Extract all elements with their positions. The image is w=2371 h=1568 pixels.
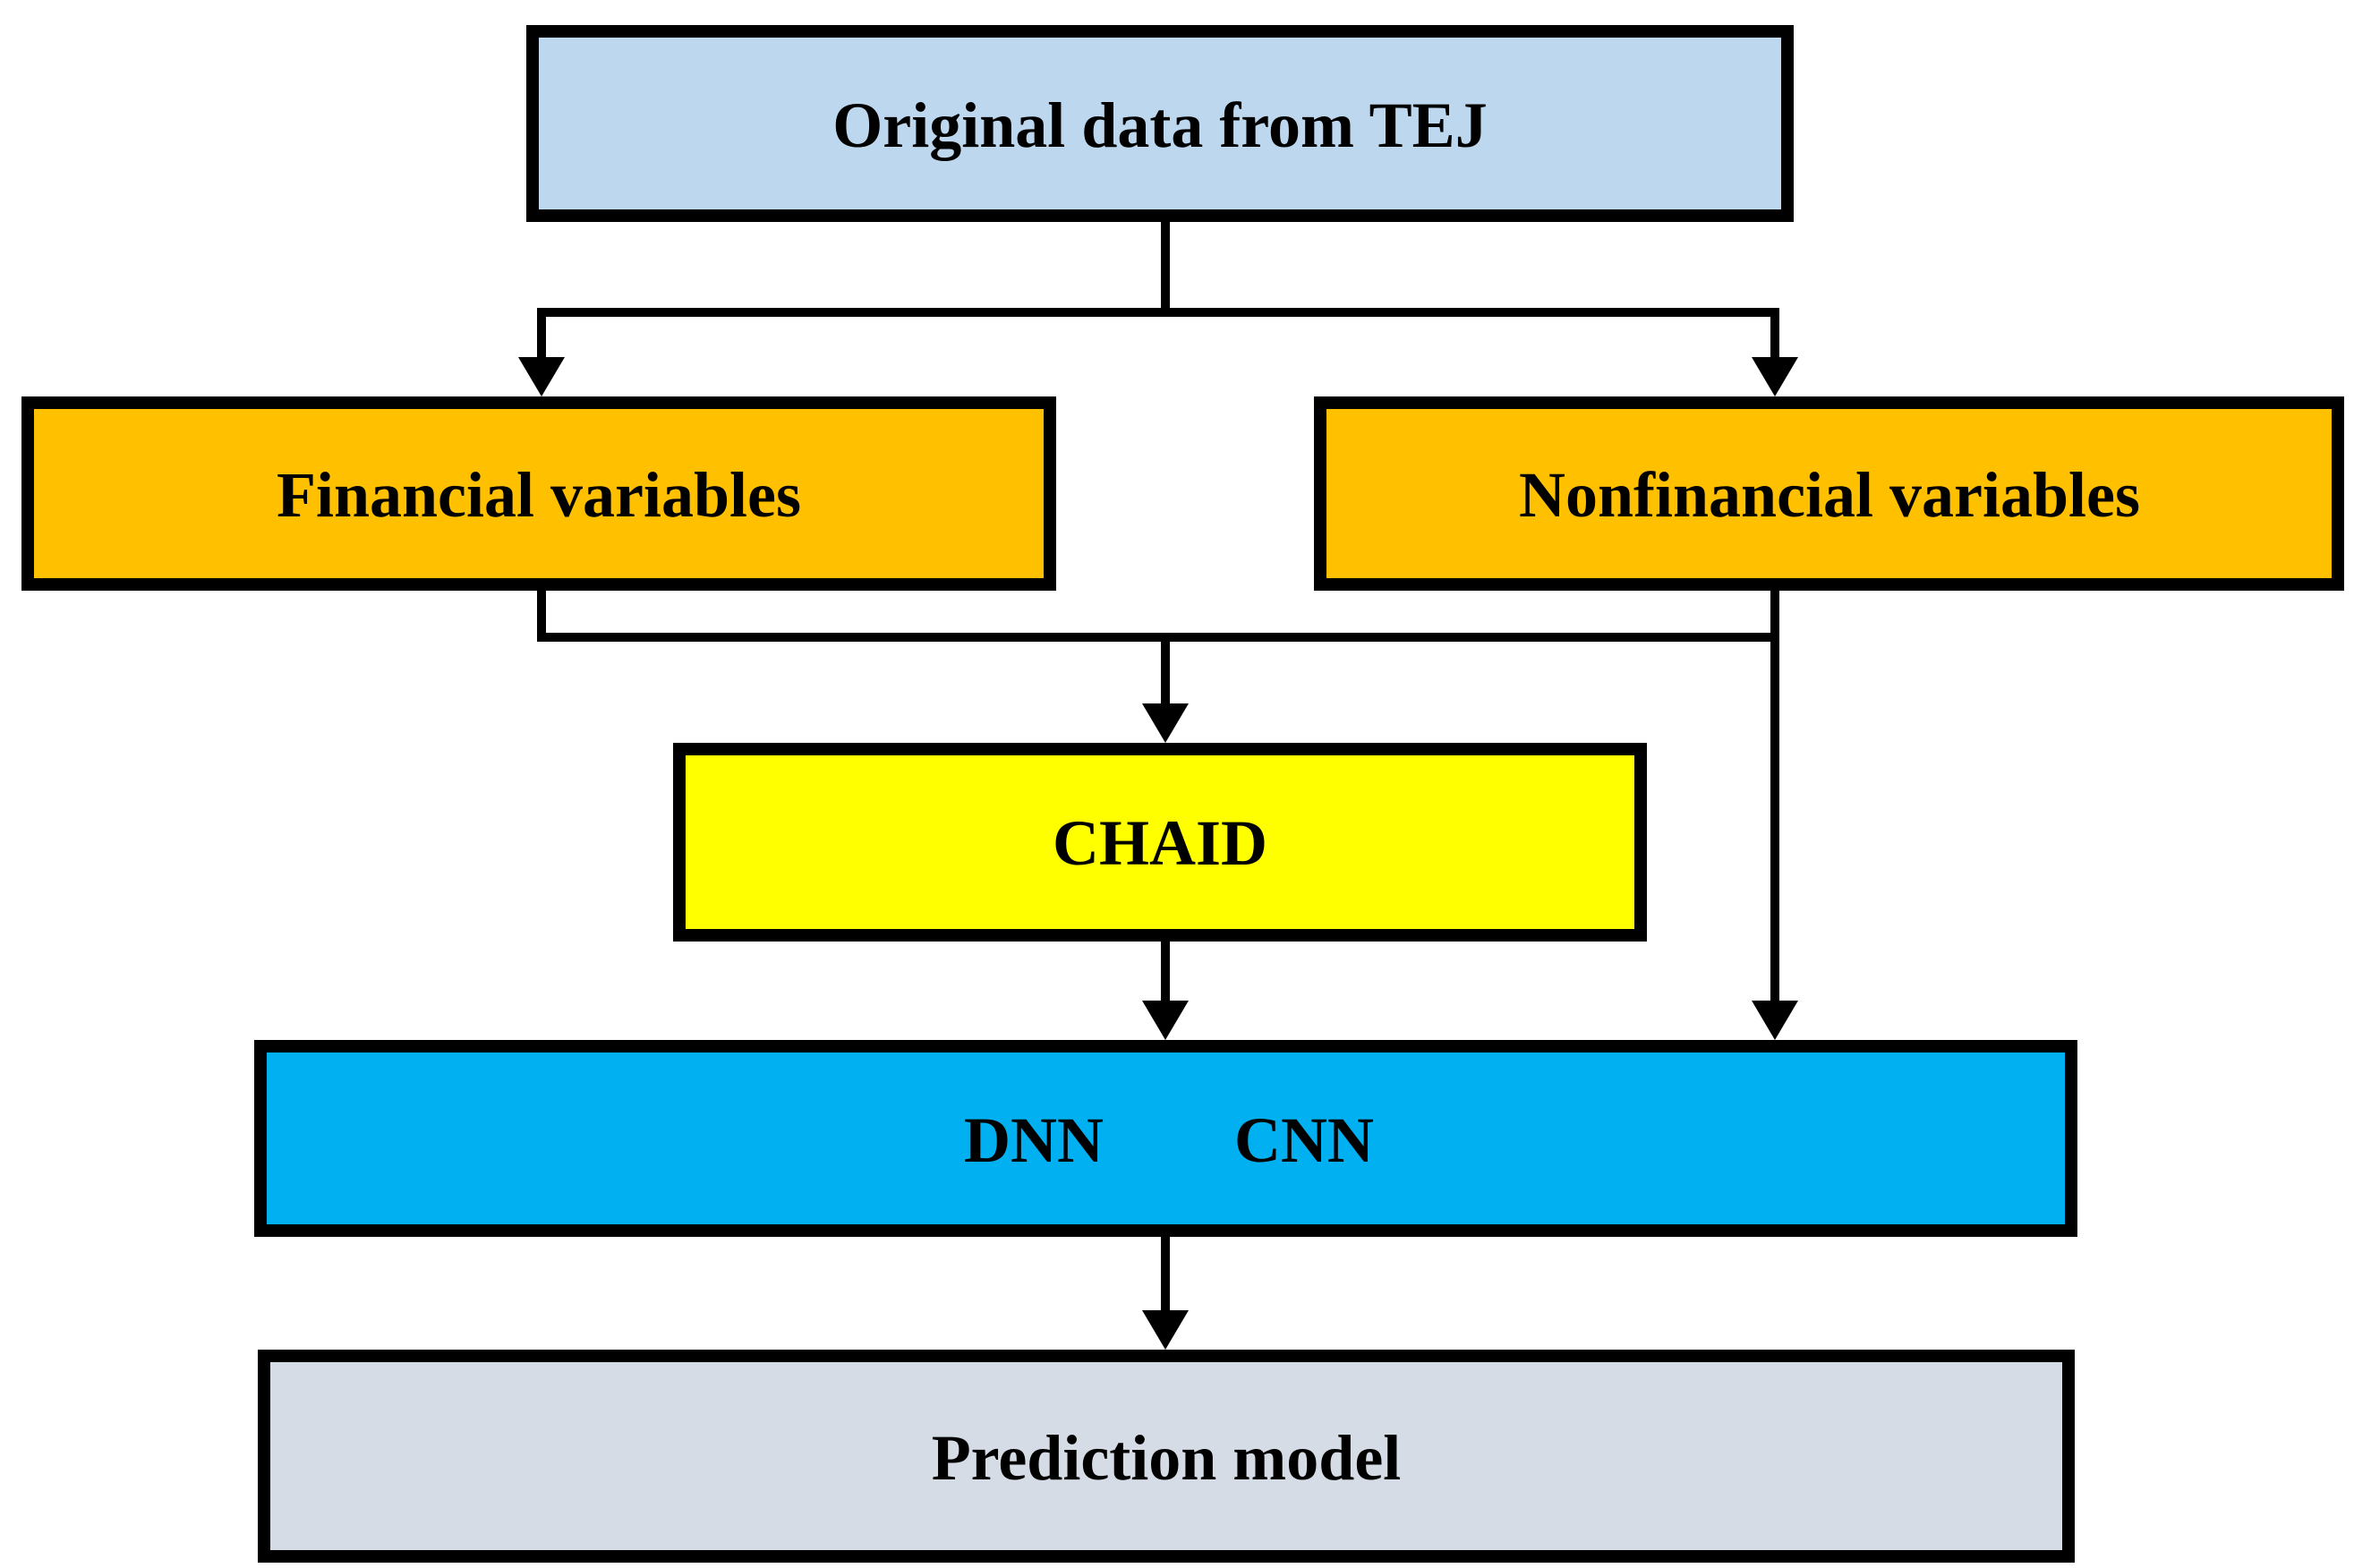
original-data-label: Original data from TEJ [832,89,1487,161]
node-prediction-model: Prediction model [258,1350,2075,1563]
financial-variables-box [21,396,1056,591]
chaid-label: CHAID [1053,807,1267,879]
arrow-into-financial [518,312,565,396]
arrow-into-nonfinancial [1752,312,1798,396]
connectors [518,222,1798,1350]
original-data-box [526,25,1794,222]
node-chaid: CHAID [673,743,1647,942]
prediction-model-box [258,1350,2075,1563]
chaid-box [673,743,1647,942]
node-dnn-cnn: DNN CNN [254,1040,2077,1237]
arrow-chaid-to-models [1142,942,1189,1040]
cnn-label: CNN [1234,1104,1374,1176]
nonfinancial-variables-label: Nonfinancial variables [1519,459,2140,531]
financial-variables-label: Financial variables [277,459,801,531]
dnn-cnn-box [254,1040,2077,1237]
node-financial-variables: Financial variables [21,396,1056,591]
arrow-nonfinancial-to-models [1752,591,1798,1040]
nonfinancial-variables-box [1314,396,2344,591]
arrow-models-to-prediction [1142,1237,1189,1350]
dnn-label: DNN [964,1104,1104,1176]
arrow-merge-to-chaid [1142,637,1189,743]
node-nonfinancial-variables: Nonfinancial variables [1314,396,2344,591]
prediction-model-label: Prediction model [932,1422,1402,1494]
node-original-data-tej: Original data from TEJ [526,25,1794,222]
